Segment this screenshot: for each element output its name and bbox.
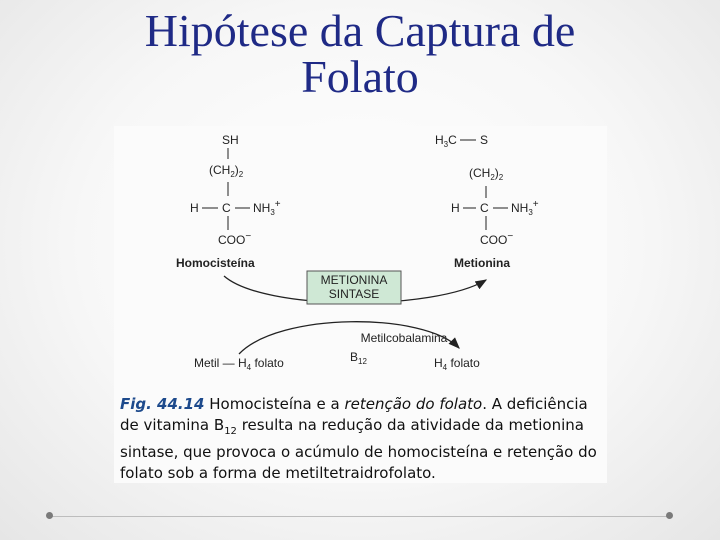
homocysteine-c: C xyxy=(222,201,231,215)
methionine-label: Metionina xyxy=(454,256,510,270)
methionine-chain: (CH2)2 xyxy=(469,166,504,182)
decorative-dot-left xyxy=(46,512,53,519)
figure-image: SH (CH2)2 H C NH3+ COO− Homocisteína H3C… xyxy=(114,126,607,483)
caption-b12-subscript: 12 xyxy=(224,426,237,437)
enzyme-label-line-2: SINTASE xyxy=(329,287,379,301)
methionine-s: S xyxy=(480,133,488,147)
enzyme-box: METIONINA SINTASE xyxy=(306,270,402,305)
decorative-dot-right xyxy=(666,512,673,519)
homocysteine-nh3: NH3+ xyxy=(253,199,281,217)
enzyme-label-line-1: METIONINA xyxy=(321,273,388,287)
methionine-h: H xyxy=(451,201,460,215)
cofactor-b12: B12 xyxy=(350,350,367,366)
pathway-diagram: SH (CH2)2 H C NH3+ COO− Homocisteína H3C… xyxy=(176,133,539,372)
figure-caption: Fig. 44.14 Homocisteína e a retenção do … xyxy=(120,394,605,484)
h4-folate-label: H4 folato xyxy=(434,356,480,372)
slide-title: Hipótese da Captura de Folato xyxy=(0,8,720,100)
caption-text-2: . A deficiência de vitamina B xyxy=(120,395,588,434)
homocysteine-label: Homocisteína xyxy=(176,256,255,270)
slide-title-line-2: Folato xyxy=(301,51,419,102)
arrow-methylfolate-to-folate xyxy=(238,321,460,355)
enzyme-box-background xyxy=(306,270,402,305)
homocysteine-structure: SH (CH2)2 H C NH3+ COO− Homocisteína xyxy=(176,133,281,270)
caption-italic-text: retenção do folato xyxy=(344,395,483,413)
homocysteine-coo: COO− xyxy=(218,231,251,247)
methionine-h3c-s: H3C xyxy=(435,133,457,149)
homocysteine-h: H xyxy=(190,201,199,215)
methionine-c: C xyxy=(480,201,489,215)
methionine-structure: H3C S (CH2)2 H C NH3+ COO− Metionina xyxy=(435,133,539,270)
caption-text-1: Homocisteína e a xyxy=(204,395,345,413)
figure-label: Fig. 44.14 xyxy=(120,395,205,413)
methyl-h4-folate-label: Metil — H4 folato xyxy=(194,356,284,372)
caption-text-3: resulta na redução da atividade da metio… xyxy=(120,416,597,482)
methionine-nh3: NH3+ xyxy=(511,199,539,217)
decorative-divider xyxy=(50,516,670,517)
methionine-coo: COO− xyxy=(480,231,513,247)
homocysteine-sh: SH xyxy=(222,133,239,147)
cofactor-label: Metilcobalamina xyxy=(361,331,448,345)
slide-title-line-1: Hipótese da Captura de xyxy=(144,5,576,56)
homocysteine-chain: (CH2)2 xyxy=(209,163,244,179)
